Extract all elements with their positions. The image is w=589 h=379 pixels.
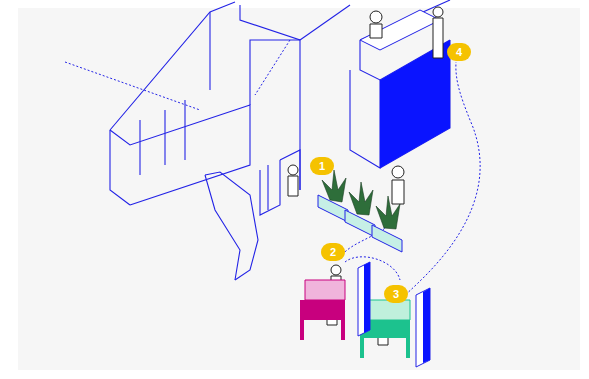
callout-number: 4 <box>447 43 471 61</box>
callout-number: 2 <box>321 243 345 261</box>
planters <box>318 170 402 252</box>
partitions <box>358 262 430 367</box>
reception-wall <box>380 40 450 168</box>
background-panel <box>18 8 580 370</box>
callout-number: 1 <box>310 157 334 175</box>
counter-top <box>360 10 440 50</box>
desks <box>300 280 410 358</box>
callout-number: 3 <box>384 285 408 303</box>
walls <box>110 0 450 280</box>
walking-paths <box>65 40 480 300</box>
